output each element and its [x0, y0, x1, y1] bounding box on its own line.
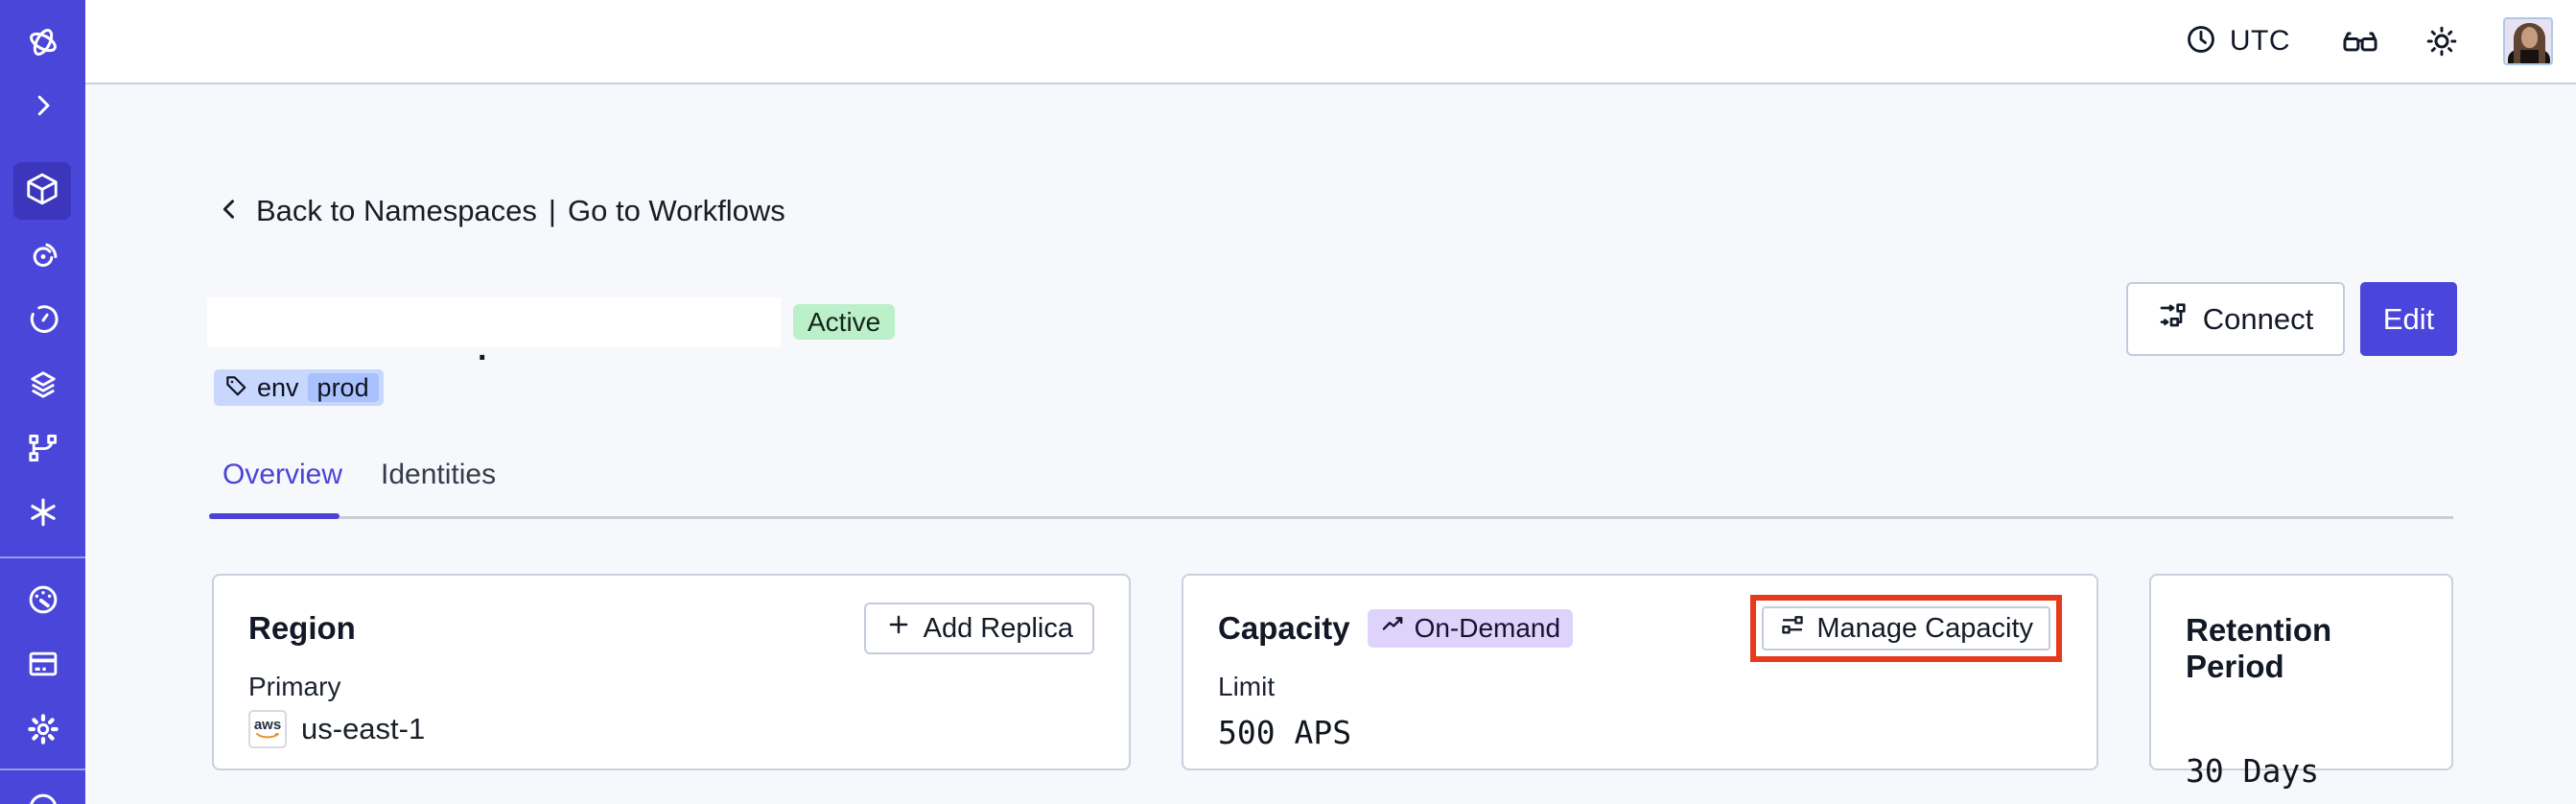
primary-label: Primary: [248, 672, 341, 701]
tag-value-chip: prod: [307, 373, 379, 402]
chevron-right-icon[interactable]: [0, 83, 85, 129]
sidebar-item-billing[interactable]: [0, 641, 85, 687]
status-badge: Active: [793, 304, 896, 340]
sidebar-item-support[interactable]: [0, 785, 85, 804]
sidebar: [0, 0, 85, 804]
add-replica-button[interactable]: Add Replica: [863, 603, 1094, 654]
theme-sun-icon[interactable]: [2424, 24, 2459, 59]
temporal-logo-icon[interactable]: [0, 19, 85, 65]
namespace-title-fragment: .: [478, 331, 487, 367]
sidebar-divider-bottom: [0, 769, 85, 770]
top-bar: UTC: [85, 0, 2576, 84]
limit-value: 500 APS: [1218, 714, 1352, 751]
sidebar-divider: [0, 556, 85, 558]
sidebar-item-layers[interactable]: [0, 362, 85, 408]
sidebar-item-schedules[interactable]: [0, 296, 85, 343]
tag-icon: [223, 373, 248, 403]
labs-glasses-icon[interactable]: [2340, 25, 2380, 58]
avatar-hair-strand: [2514, 46, 2520, 63]
on-demand-badge-label: On-Demand: [1414, 613, 1561, 643]
sidebar-item-namespaces[interactable]: [13, 162, 71, 220]
tag-key: env: [257, 372, 299, 402]
clock-icon: [2185, 23, 2217, 60]
retention-card-title: Retention Period: [2186, 612, 2332, 684]
sidebar-item-spiral[interactable]: [0, 232, 85, 278]
breadcrumb-back-link[interactable]: Back to Namespaces: [256, 194, 537, 227]
sidebar-item-asterisk[interactable]: [0, 489, 85, 535]
breadcrumb[interactable]: Back to Namespaces | Go to Workflows: [216, 194, 785, 228]
connect-button-label: Connect: [2202, 301, 2314, 336]
tab-identities[interactable]: Identities: [381, 459, 497, 490]
sliders-icon: [1779, 611, 1806, 646]
namespaces-cube-icon: [24, 171, 60, 212]
manage-capacity-label: Manage Capacity: [1816, 612, 2033, 644]
sidebar-item-deployments[interactable]: [0, 425, 85, 471]
timezone-label: UTC: [2229, 25, 2290, 57]
avatar-hair-strand: [2539, 46, 2545, 63]
aws-logo-text: aws: [253, 717, 282, 733]
avatar-face: [2521, 27, 2538, 48]
breadcrumb-workflows-link[interactable]: Go to Workflows: [567, 194, 785, 227]
timezone-selector[interactable]: UTC: [2185, 23, 2290, 60]
main-content: Back to Namespaces | Go to Workflows . A…: [85, 84, 2576, 804]
capacity-card-title: Capacity: [1218, 610, 1350, 646]
breadcrumb-divider: |: [548, 194, 556, 227]
aws-logo: aws: [248, 710, 287, 748]
sidebar-item-settings[interactable]: [0, 706, 85, 752]
on-demand-badge: On-Demand: [1367, 609, 1574, 648]
tab-underline: [209, 516, 2453, 519]
connect-icon: [2158, 300, 2189, 339]
namespace-title-redacted: [207, 297, 781, 347]
chevron-left-icon: [216, 196, 243, 227]
region-value: us-east-1: [301, 712, 426, 745]
region-card-title: Region: [248, 610, 356, 646]
manage-capacity-button[interactable]: Manage Capacity: [1762, 606, 2050, 650]
limit-label: Limit: [1218, 672, 1276, 701]
aws-smile-icon: [256, 733, 279, 739]
plus-icon: [885, 611, 912, 646]
tab-overview[interactable]: Overview: [222, 459, 343, 490]
retention-card: Retention Period 30 Days: [2149, 574, 2453, 790]
add-replica-label: Add Replica: [923, 612, 1073, 644]
connect-button[interactable]: Connect: [2126, 282, 2345, 356]
edit-button[interactable]: Edit: [2360, 282, 2457, 356]
namespace-tag: env prod: [214, 369, 384, 406]
tab-active-indicator: [209, 513, 340, 519]
region-card: Region Add Replica Primary aws us-east-1: [212, 574, 1131, 770]
highlight-annotation: Manage Capacity: [1750, 595, 2062, 662]
trending-up-icon: [1380, 612, 1406, 645]
status-badge-label: Active: [808, 306, 881, 337]
sidebar-item-usage[interactable]: [0, 577, 85, 623]
avatar[interactable]: [2503, 17, 2553, 65]
capacity-card: Capacity On-Demand: [1182, 574, 2098, 770]
retention-value: 30 Days: [2186, 752, 2320, 790]
edit-button-label: Edit: [2382, 301, 2435, 336]
